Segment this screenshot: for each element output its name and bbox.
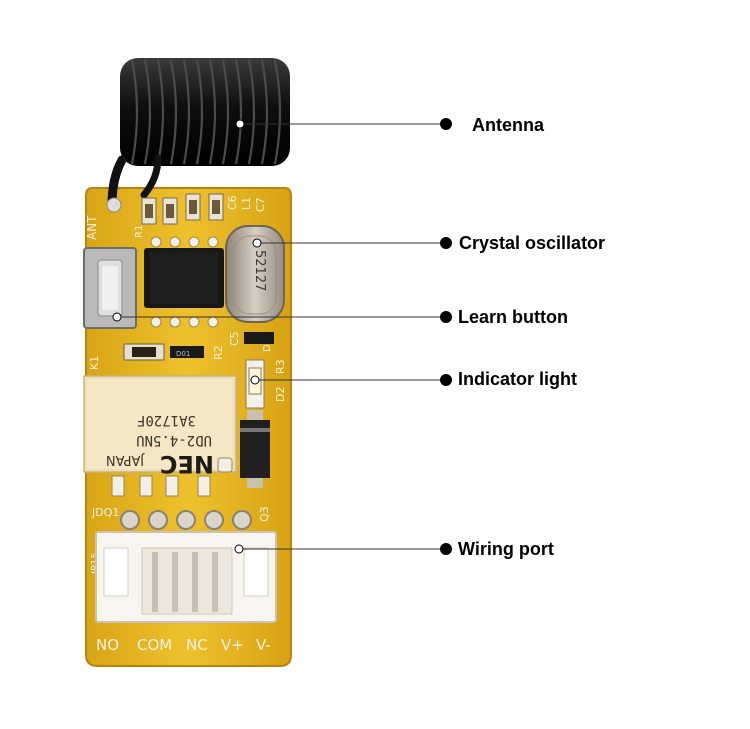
- silk-r3: R3: [274, 359, 287, 374]
- crystal-marking: 52127: [252, 250, 267, 291]
- coil-turn: [221, 59, 230, 165]
- terminal-com: COM: [137, 636, 172, 654]
- chip-pads: [150, 236, 219, 328]
- silk-ant: ANT: [85, 215, 99, 240]
- crystal-label-dot: [440, 237, 452, 249]
- terminal-no: NO: [96, 636, 119, 654]
- indicator-light-label: Indicator light: [458, 369, 577, 389]
- learn-button[interactable]: [83, 247, 137, 329]
- relay: 3A1720F UD2-4.5NU JAPAN NEC: [83, 375, 237, 478]
- relay-code: 3A1720F: [137, 412, 196, 428]
- silk-d01: D01: [176, 350, 190, 358]
- indicator-anchor-dot: [250, 375, 260, 385]
- silkscreen: ANT C6 L1 C7 R1 C5 R2 D3 R3 D2 K1 JDQ1 Q…: [85, 195, 287, 575]
- silk-r2: R2: [212, 345, 225, 360]
- antenna-label-dot: [440, 118, 452, 130]
- header-pads: [120, 510, 252, 530]
- callout-lines: [117, 123, 446, 550]
- coil-turn: [195, 59, 204, 165]
- terminal-vminus: V-: [256, 636, 271, 654]
- relay-brand: NEC: [160, 450, 214, 478]
- wiring-port: [95, 531, 277, 623]
- silk-k1: K1: [88, 356, 101, 370]
- antenna-anchor-dot: [235, 119, 245, 129]
- diode: [240, 410, 270, 488]
- terminal-nc: NC: [186, 636, 208, 654]
- crystal-oscillator-label: Crystal oscillator: [459, 233, 606, 253]
- coil-turn: [169, 59, 178, 165]
- wiring-port-label: Wiring port: [458, 539, 554, 559]
- silk-c5: C5: [228, 331, 241, 346]
- coil-turn: [208, 59, 217, 165]
- silk-r1: R1: [134, 225, 145, 238]
- learn-anchor-dot: [112, 312, 122, 322]
- crystal-oscillator: 52127: [225, 225, 285, 323]
- silk-jdq1: JDQ1: [91, 506, 119, 519]
- coil-turn: [247, 59, 256, 165]
- silk-c7: C7: [254, 197, 267, 212]
- relay-origin: JAPAN: [106, 452, 145, 467]
- silk-q3: Q3: [258, 506, 271, 522]
- coil-turn: [273, 59, 282, 165]
- coil-turn: [156, 59, 165, 165]
- terminal-vplus: V+: [221, 636, 244, 654]
- learn-button-label: Learn button: [458, 307, 568, 327]
- wiring-anchor-dot: [234, 544, 244, 554]
- relay-model: UD2-4.5NU: [136, 432, 212, 448]
- smd-top-row: [141, 193, 224, 225]
- terminal-labels: NO COM NC V+ V-: [96, 636, 271, 654]
- crystal-anchor-dot: [252, 238, 262, 248]
- wiring-label-dot: [440, 543, 452, 555]
- coil-turn: [234, 59, 243, 165]
- coil-turn: [182, 59, 191, 165]
- antenna-label: Antenna: [472, 115, 544, 135]
- ic-chip: [144, 248, 224, 308]
- relay-pins: [111, 457, 233, 497]
- coil-turn: [130, 59, 139, 165]
- learn-label-dot: [440, 311, 452, 323]
- coil-turn: [260, 59, 269, 165]
- silk-d2: D2: [274, 387, 287, 402]
- antenna-coil: [106, 58, 290, 213]
- callout-dots: [112, 118, 452, 555]
- silk-d3: D3: [262, 338, 273, 352]
- indicator-label-dot: [440, 374, 452, 386]
- silk-l1: L1: [240, 197, 253, 210]
- coil-turn: [143, 59, 152, 165]
- silk-c6: C6: [226, 195, 239, 210]
